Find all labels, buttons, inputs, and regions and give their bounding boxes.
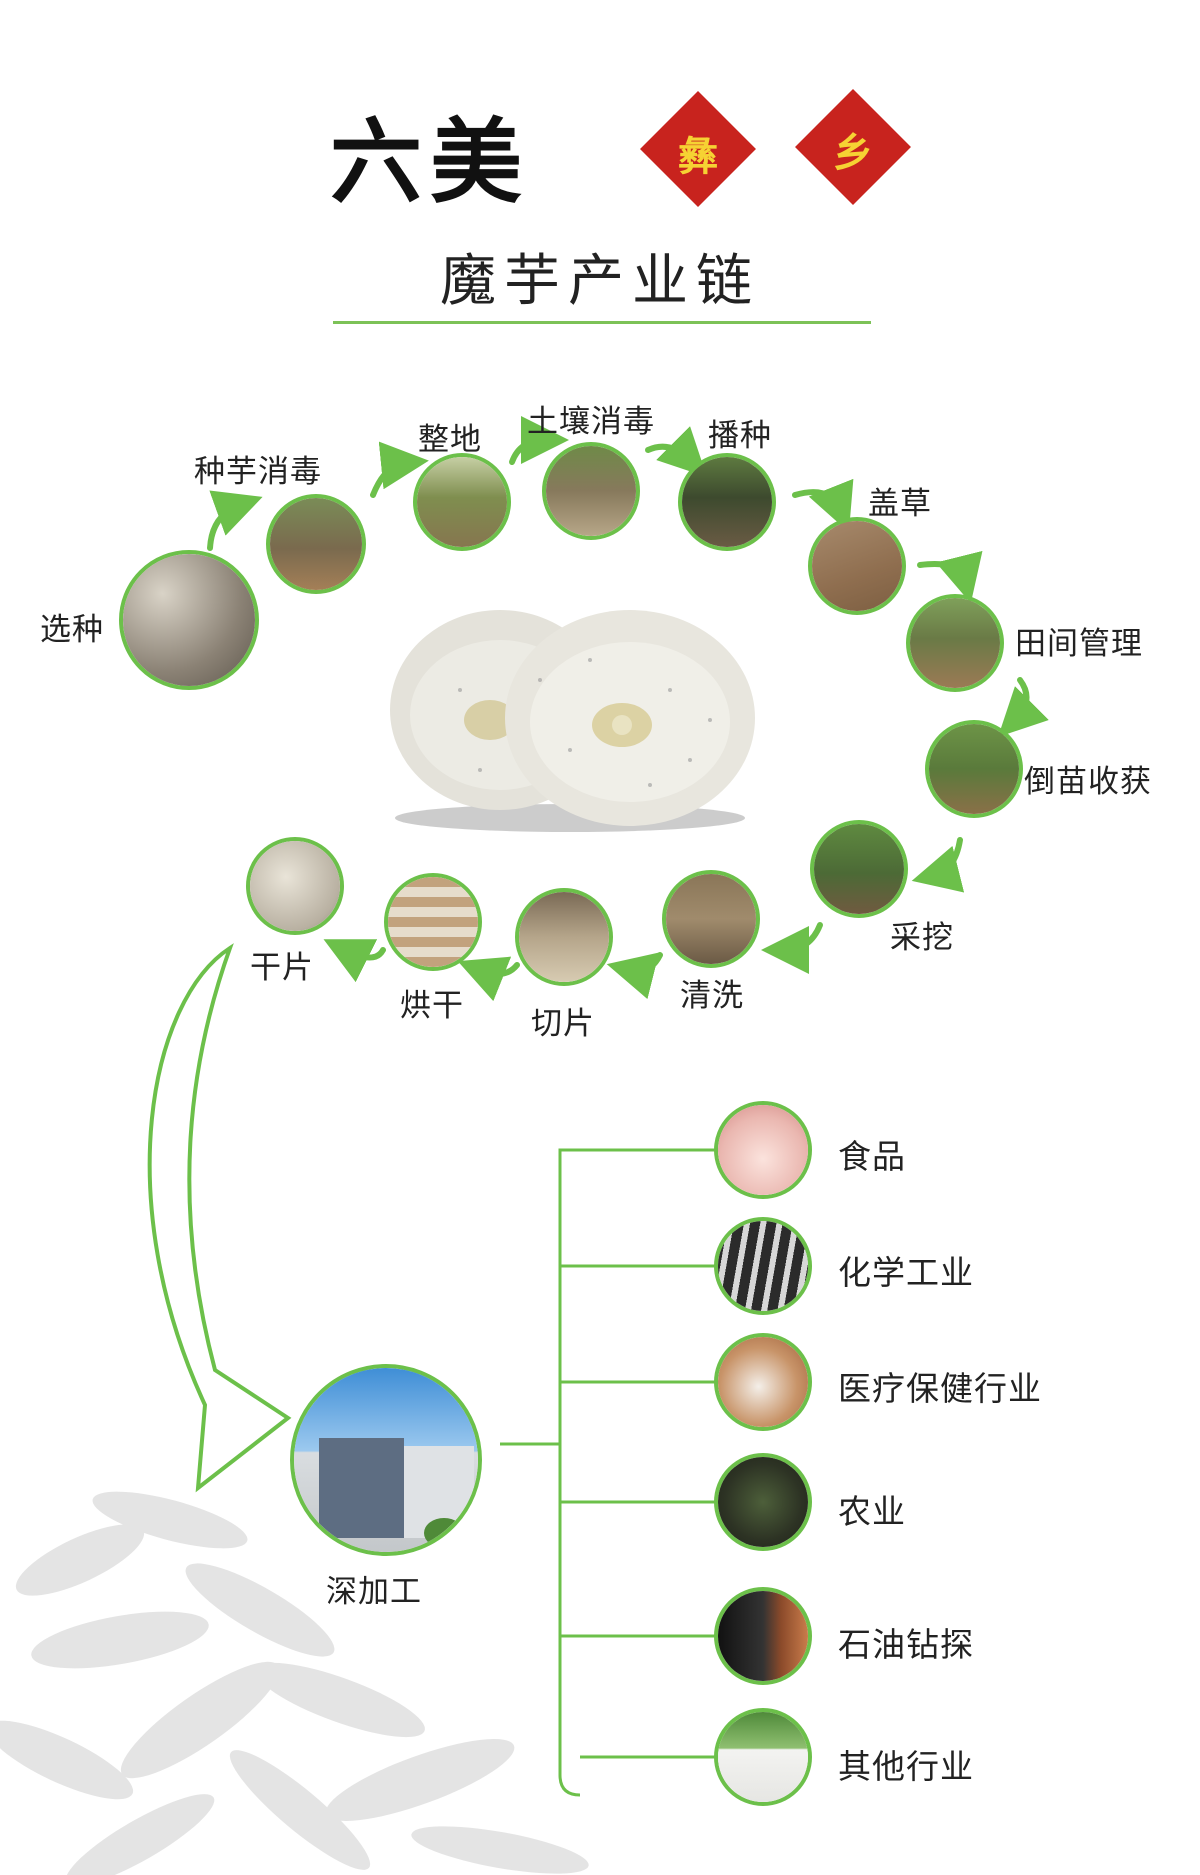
step-circle-qingxi: [662, 870, 760, 968]
step-label-7: 田间管理: [1015, 626, 1143, 662]
step-circle-ganpian: [246, 837, 344, 935]
industry-label-4: 农业: [838, 1492, 906, 1531]
industry-label-5: 石油钻探: [838, 1625, 974, 1664]
step-label-8: 倒苗收获: [1024, 764, 1152, 800]
step-label-9: 采挖: [890, 920, 954, 956]
industry-circle-medical: [714, 1333, 812, 1431]
industry-label-3: 医疗保健行业: [838, 1369, 1042, 1408]
page-title: 魔芋产业链: [440, 249, 760, 314]
step-circle-gaicao: [808, 517, 906, 615]
industry-circle-other: [714, 1708, 812, 1806]
step-label-1: 选种: [40, 612, 104, 648]
arrow-5: [792, 478, 854, 533]
step-circle-daomiao-shouhuo: [925, 720, 1023, 818]
industry-label-2: 化学工业: [838, 1253, 974, 1292]
title-underline: [333, 321, 871, 324]
badge-1-text: 彝: [678, 133, 718, 180]
arrow-1: [207, 490, 263, 551]
step-circle-xuanzhong: [119, 550, 259, 690]
arrow-3: [509, 416, 569, 465]
step-circle-tianjian-guanli: [906, 594, 1004, 692]
step-circle-bozhong: [678, 453, 776, 551]
arrow-11: [457, 956, 520, 1002]
arrow-10: [606, 952, 663, 1000]
step-label-5: 播种: [708, 418, 772, 454]
processing-circle: [290, 1364, 482, 1556]
industry-circle-chemical: [714, 1217, 812, 1315]
step-circle-qiepian: [515, 888, 613, 986]
industry-label-1: 食品: [838, 1137, 906, 1176]
calligraphy-logo: 六美: [330, 108, 531, 216]
arrow-7: [998, 677, 1049, 737]
leaf-watermark: [0, 1491, 589, 1875]
step-label-12: 烘干: [400, 988, 464, 1024]
step-circle-caiwa: [810, 820, 908, 918]
processing-label: 深加工: [326, 1574, 422, 1610]
arrow-2: [370, 441, 429, 498]
step-label-4: 土壤消毒: [527, 404, 655, 440]
step-circle-honggan: [384, 873, 482, 971]
step-label-10: 清洗: [680, 978, 744, 1014]
step-circle-zhongyu-xiaodu: [266, 494, 366, 594]
step-label-3: 整地: [418, 422, 482, 458]
step-label-13: 干片: [250, 950, 314, 986]
step-label-2: 种芋消毒: [194, 454, 322, 490]
arrow-9: [761, 922, 823, 974]
industry-circle-agriculture: [714, 1453, 812, 1551]
arrow-6: [917, 550, 983, 604]
step-label-11: 切片: [531, 1006, 595, 1042]
industry-label-6: 其他行业: [838, 1747, 974, 1786]
arrow-4: [645, 426, 707, 477]
industry-circle-oil-drilling: [714, 1587, 812, 1685]
step-circle-zhengdi: [413, 453, 511, 551]
arrow-12: [323, 939, 386, 983]
arrow-8: [911, 837, 965, 893]
badge-2-text: 乡: [833, 129, 873, 176]
industry-circle-food: [714, 1101, 812, 1199]
konjac-image: [390, 610, 755, 832]
step-label-6: 盖草: [868, 486, 932, 522]
step-circle-turang-xiaodu: [542, 442, 640, 540]
